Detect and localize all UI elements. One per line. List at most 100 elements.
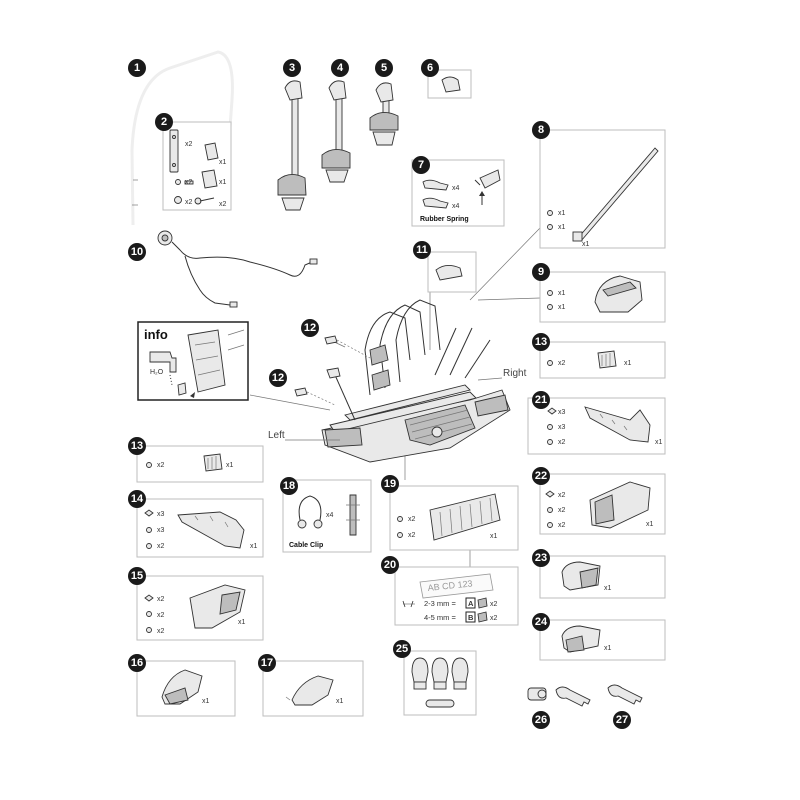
qty-label: x1	[558, 290, 566, 297]
qty-label: x2	[157, 596, 165, 603]
spacer-a-label: A	[468, 599, 474, 608]
badge-14: 14	[128, 490, 146, 508]
badge-13b: 13	[532, 333, 550, 351]
part-27-key	[607, 684, 643, 705]
qty-label: x1	[604, 585, 612, 592]
qty-label: x1	[655, 439, 663, 446]
part-21-box: x3 x3 x2 x1	[527, 397, 666, 455]
qty-label: x2	[558, 360, 566, 367]
badge-23: 23	[532, 549, 550, 567]
spacer-a-row: 2-3 mm =	[424, 599, 457, 608]
svg-text:10: 10	[131, 246, 143, 258]
number-badges: 1 2 3 4 5 6 7 8 9 10 11 12 12 13 13 14 1…	[128, 59, 631, 729]
badge-21: 21	[532, 391, 550, 409]
rubber-spring-caption: Rubber Spring	[420, 216, 469, 223]
part-8-strap-box: x1 x1 x1	[539, 129, 666, 249]
qty-label: x2	[157, 628, 165, 635]
qty-label: x2	[157, 543, 165, 550]
cable-clip-caption: Cable Clip	[289, 542, 323, 549]
badge-11: 11	[413, 241, 431, 259]
qty-label: x1	[558, 224, 566, 231]
part-15-box: x2 x2 x2 x1	[136, 575, 264, 641]
qty-label: x1	[219, 179, 227, 186]
qty-label: x1	[336, 698, 344, 705]
qty-label: x1	[490, 533, 498, 540]
part-4-frame-holder-medium	[321, 80, 351, 183]
svg-text:14: 14	[131, 493, 144, 505]
qty-label: x4	[326, 512, 334, 519]
svg-text:26: 26	[535, 714, 547, 726]
part-13-right-box: x2 x1	[539, 341, 666, 379]
badge-13a: 13	[128, 437, 146, 455]
svg-text:21: 21	[535, 394, 547, 406]
part-19-box: x2 x2 x1	[389, 485, 519, 551]
badge-10: 10	[128, 243, 146, 261]
main-bike-carrier	[294, 299, 511, 463]
qty-label: x3	[157, 511, 165, 518]
svg-text:20: 20	[384, 559, 396, 571]
badge-15: 15	[128, 567, 146, 585]
svg-text:5: 5	[381, 62, 387, 74]
qty-label: x1	[604, 645, 612, 652]
badge-24: 24	[532, 613, 550, 631]
qty-label: x4	[452, 185, 460, 192]
part-5-frame-holder-short	[369, 82, 399, 146]
qty-label: x3	[558, 424, 566, 431]
badge-8: 8	[532, 121, 550, 139]
part-16-box: x1	[136, 660, 236, 717]
part-22-box: x2 x2 x2 x1	[539, 473, 666, 535]
qty-label: x1	[202, 698, 210, 705]
label-right: Right	[503, 368, 527, 379]
badge-12a: 12	[301, 319, 319, 337]
part-10-light-cable	[157, 230, 318, 308]
badge-12b: 12	[269, 369, 287, 387]
part-17-box: x1	[262, 660, 364, 717]
info-box: info H₂O	[137, 321, 249, 401]
qty-label: x1	[219, 159, 227, 166]
spacer-b-row: 4-5 mm =	[424, 613, 457, 622]
svg-text:8: 8	[538, 124, 544, 136]
svg-text:13: 13	[535, 336, 547, 348]
svg-text:19: 19	[384, 478, 396, 490]
part-11-clip-box	[427, 251, 477, 293]
qty-label: x1	[558, 304, 566, 311]
label-left: Left	[268, 430, 285, 441]
badge-3: 3	[283, 59, 301, 77]
part-7-rubber-spring-box: x4 x4 Rubber Spring	[411, 159, 505, 227]
svg-text:12: 12	[304, 322, 316, 334]
badge-27: 27	[613, 711, 631, 729]
spacer-b-label: B	[468, 613, 474, 622]
qty-label: x2	[185, 141, 193, 148]
qty-label: x2	[408, 532, 416, 539]
svg-text:15: 15	[131, 570, 143, 582]
qty-label: x2	[157, 612, 165, 619]
badge-6: 6	[421, 59, 439, 77]
qty-label: x1	[558, 210, 566, 217]
badge-18: 18	[280, 477, 298, 495]
part-1-frame-arch	[130, 50, 234, 226]
svg-text:11: 11	[416, 244, 428, 256]
info-title: info	[144, 327, 168, 342]
svg-text:13: 13	[131, 440, 143, 452]
svg-text:27: 27	[616, 714, 628, 726]
svg-text:4: 4	[337, 62, 344, 74]
badge-5: 5	[375, 59, 393, 77]
qty-label: x1	[226, 462, 234, 469]
svg-text:17: 17	[261, 657, 273, 669]
qty-label: x1	[250, 543, 258, 550]
badge-20: 20	[381, 556, 399, 574]
qty-label: x2	[185, 179, 193, 186]
qty-label: x2	[558, 507, 566, 514]
svg-text:6: 6	[427, 62, 433, 74]
qty-label: x2	[558, 439, 566, 446]
svg-text:9: 9	[538, 266, 544, 278]
badge-2: 2	[155, 113, 173, 131]
svg-text:2: 2	[161, 116, 167, 128]
badge-1: 1	[128, 59, 146, 77]
plate-text: AB CD 123	[427, 578, 473, 593]
part-9-buckle-box: x1 x1	[539, 271, 666, 323]
qty-label: x1	[646, 521, 654, 528]
h2o-label: H₂O	[150, 369, 164, 376]
